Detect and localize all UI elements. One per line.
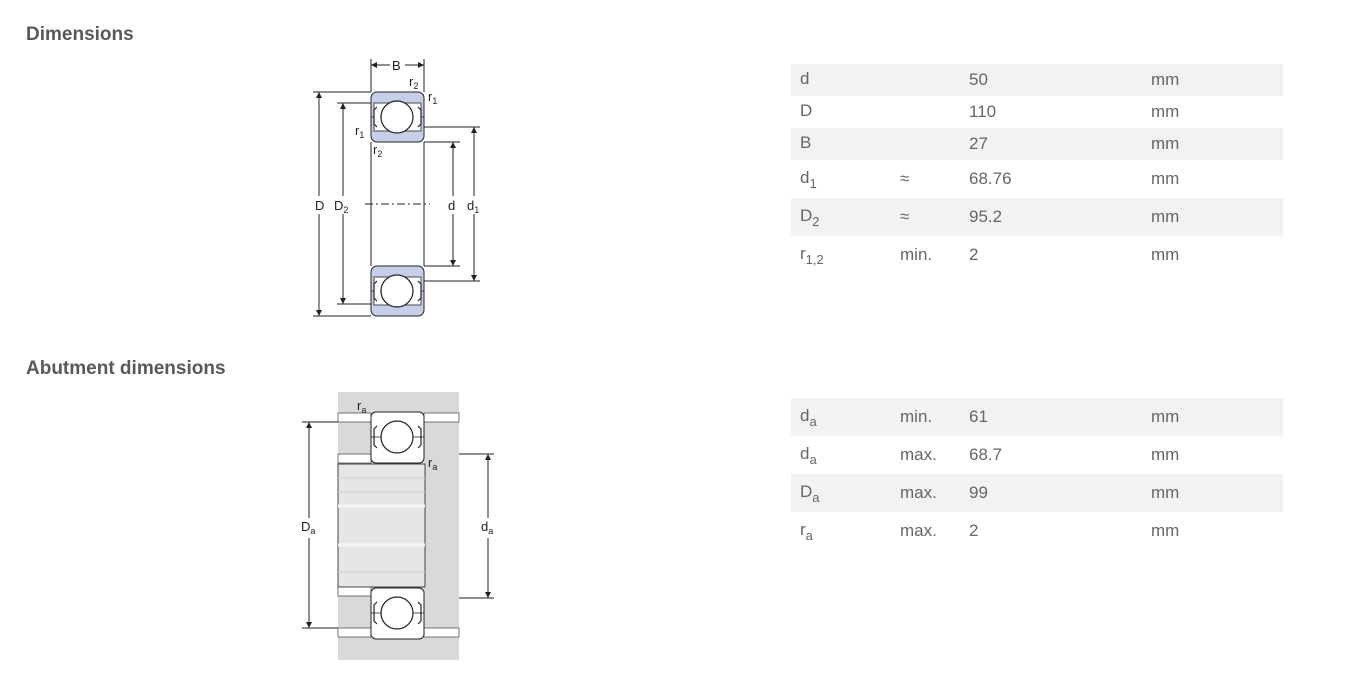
abutment-ball-bottom — [380, 596, 414, 630]
qualifier-cell: min. — [900, 245, 933, 264]
qualifier-cell — [891, 64, 960, 96]
arrowhead — [340, 298, 346, 304]
arrowhead — [371, 62, 377, 68]
qualifier-cell — [891, 96, 960, 128]
arrowhead — [306, 422, 312, 428]
qualifier-cell: ≈ — [900, 207, 910, 226]
value-cell: 110 — [969, 102, 997, 121]
qualifier-cell: max. — [900, 483, 937, 502]
arrowhead — [485, 592, 491, 598]
table-row: D 110 mm — [791, 96, 1283, 128]
value-cell: 27 — [969, 134, 988, 153]
label-bore-diameter: d — [448, 198, 455, 213]
unit-cell: mm — [1151, 207, 1180, 226]
bearing-dimensions-drawing: B r2 r1 r1 r2 D D2 d d1 — [301, 58, 494, 660]
abutment-dimensions-table: da min. 61 mm da max. 68.7 mm Da max. 99… — [791, 398, 1283, 550]
arrowhead — [471, 127, 477, 133]
unit-cell: mm — [1151, 521, 1180, 540]
table-row: B 27 mm — [791, 128, 1283, 160]
table-row: ra max. 2 mm — [791, 512, 1283, 550]
symbol-cell: da — [800, 443, 817, 467]
value-cell: 2 — [969, 521, 979, 540]
unit-cell: mm — [1151, 169, 1180, 188]
table-row: d1 ≈ 68.76 mm — [791, 160, 1283, 198]
label-ra-top: ra — [357, 398, 366, 415]
arrowhead — [316, 310, 322, 316]
shaft — [337, 463, 426, 588]
qualifier-cell — [891, 128, 960, 160]
symbol-cell: da — [800, 405, 817, 429]
table-row: d 50 mm — [791, 64, 1283, 96]
value-cell: 95.2 — [969, 207, 1003, 226]
label-da-shaft: da — [481, 519, 493, 536]
ball-top — [380, 100, 414, 134]
symbol-cell: ra — [800, 519, 813, 543]
value-cell: 68.76 — [969, 169, 1012, 188]
arrowhead — [471, 275, 477, 281]
qualifier-cell: min. — [900, 407, 933, 426]
abutment-ball-top — [380, 420, 414, 454]
table-row: da min. 61 mm — [791, 398, 1283, 436]
label-d1: d1 — [467, 198, 479, 215]
value-cell: 50 — [969, 70, 988, 89]
arrowhead — [306, 622, 312, 628]
qualifier-cell: ≈ — [900, 169, 910, 188]
label-r1-left: r1 — [355, 123, 364, 140]
label-b: B — [392, 58, 401, 73]
dimensions-title: Dimensions — [26, 24, 134, 45]
dimensions-table: d 50 mm D 110 mm B 27 mm d1 ≈ 68.76 mm D… — [791, 64, 1283, 274]
symbol-cell: Da — [800, 481, 820, 505]
ball-bottom — [380, 274, 414, 308]
unit-cell: mm — [1151, 483, 1180, 502]
qualifier-cell: max. — [900, 521, 937, 540]
arrowhead — [418, 62, 424, 68]
unit-cell: mm — [1151, 102, 1180, 121]
arrowhead — [340, 103, 346, 109]
label-r2-top: r2 — [409, 74, 418, 91]
symbol-cell: d1 — [800, 167, 817, 191]
label-r1-top: r1 — [428, 89, 437, 106]
symbol-cell: B — [800, 132, 812, 152]
table-row: da max. 68.7 mm — [791, 436, 1283, 474]
bearing-section-bottom — [370, 265, 425, 317]
symbol-cell: d — [800, 68, 810, 88]
table-row: Da max. 99 mm — [791, 474, 1283, 512]
value-cell: 61 — [969, 407, 988, 426]
value-cell: 2 — [969, 245, 979, 264]
unit-cell: mm — [1151, 445, 1180, 464]
label-d2: D2 — [334, 198, 348, 215]
symbol-cell: D — [800, 100, 813, 120]
label-da-housing: Da — [301, 519, 315, 536]
unit-cell: mm — [1151, 134, 1180, 153]
symbol-cell: r1,2 — [800, 243, 824, 267]
arrowhead — [485, 454, 491, 460]
abutment-drawing: ra ra Da da — [301, 392, 494, 660]
unit-cell: mm — [1151, 407, 1180, 426]
arrowhead — [316, 92, 322, 98]
label-outer-diameter: D — [315, 198, 324, 213]
symbol-cell: D2 — [800, 205, 820, 229]
arrowhead — [450, 142, 456, 148]
bearing-section-top — [370, 91, 425, 143]
table-row: r1,2 min. 2 mm — [791, 236, 1283, 274]
unit-cell: mm — [1151, 70, 1180, 89]
qualifier-cell: max. — [900, 445, 937, 464]
abutment-dimensions-title: Abutment dimensions — [26, 358, 226, 379]
unit-cell: mm — [1151, 245, 1180, 264]
label-r2-left: r2 — [373, 142, 382, 159]
arrowhead — [450, 260, 456, 266]
label-ra-shaft: ra — [428, 455, 437, 472]
table-row: D2 ≈ 95.2 mm — [791, 198, 1283, 236]
value-cell: 68.7 — [969, 445, 1003, 464]
value-cell: 99 — [969, 483, 988, 502]
